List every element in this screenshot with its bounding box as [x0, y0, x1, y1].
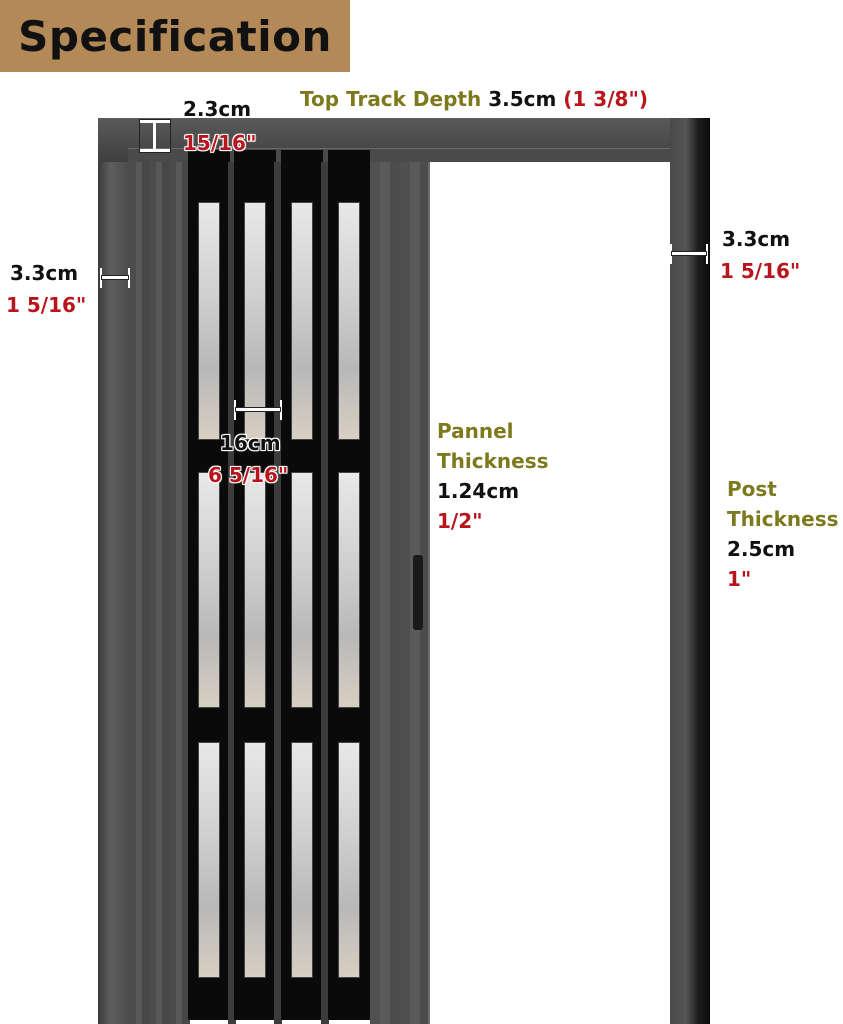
glass-pane [244, 742, 266, 978]
track-height-dimension-icon [140, 120, 170, 152]
right-frame-dimension-icon [670, 244, 708, 264]
panel-thickness-block: Pannel Thickness 1.24cm 1/2" [437, 416, 549, 536]
panel-thickness-label-1: Pannel [437, 419, 514, 443]
panel-thickness-metric: 1.24cm [437, 479, 520, 503]
glass-pane [291, 472, 313, 708]
right-frame-metric: 3.3cm [722, 227, 791, 251]
panel-thickness-label-2: Thickness [437, 449, 549, 473]
glass-pane [244, 472, 266, 708]
post-thickness-label-2: Thickness [727, 507, 839, 531]
glass-pane [338, 472, 360, 708]
panel-width-metric: 16cm [220, 431, 281, 455]
post-thickness-block: Post Thickness 2.5cm 1" [727, 474, 839, 594]
door-panel [188, 150, 230, 1020]
panel-thickness-imperial: 1/2" [437, 509, 483, 533]
glass-pane [198, 472, 220, 708]
top-track-metric: 3.5cm [488, 87, 557, 111]
track-height-metric: 2.3cm [183, 97, 252, 121]
panel-width-imperial: 6 5/16" [208, 463, 289, 487]
post-thickness-metric: 2.5cm [727, 537, 796, 561]
glass-pane [244, 202, 266, 440]
panel-hinge [321, 162, 329, 1024]
glass-pane [198, 742, 220, 978]
door-panel [328, 150, 370, 1020]
frame-left-post [98, 118, 130, 1024]
glass-pane [198, 202, 220, 440]
post-thickness-imperial: 1" [727, 567, 752, 591]
top-track-label-text: Top Track Depth [300, 87, 482, 111]
glass-pane [291, 202, 313, 440]
track-height-imperial: 15/16" [183, 131, 257, 155]
glass-pane [338, 742, 360, 978]
left-frame-imperial: 1 5/16" [6, 293, 87, 317]
folded-panel-stack [130, 162, 190, 1024]
left-frame-metric: 3.3cm [10, 261, 79, 285]
glass-pane [291, 742, 313, 978]
panel-width-dimension-icon [234, 400, 282, 420]
top-track-imperial: (1 3/8") [563, 87, 648, 111]
title-banner: Specification [0, 0, 350, 72]
door-opening [430, 162, 670, 1024]
top-track-depth-label: Top Track Depth 3.5cm (1 3/8") [300, 84, 648, 114]
left-frame-dimension-icon [100, 268, 130, 288]
frame-right-post [670, 118, 710, 1024]
post-thickness-label-1: Post [727, 477, 777, 501]
panel-hinge [274, 162, 282, 1024]
panel-hinge [228, 162, 236, 1024]
right-frame-imperial: 1 5/16" [720, 259, 801, 283]
page-title: Specification [18, 11, 332, 61]
glass-pane [338, 202, 360, 440]
door-handle [413, 555, 423, 630]
door-panel [234, 150, 276, 1020]
door-panel [281, 150, 323, 1020]
